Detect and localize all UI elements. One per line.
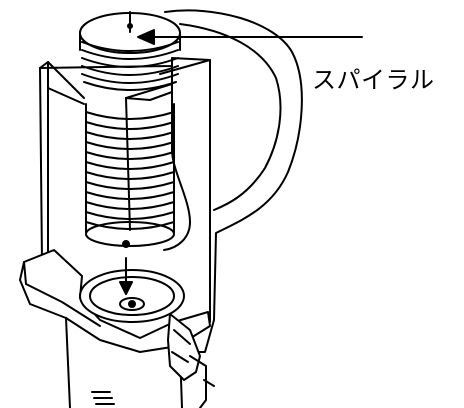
ledge-tray [19,249,211,353]
cabinet-top-frame [47,59,211,105]
spiral-coil-lower [85,111,175,230]
rear-hood [164,9,303,353]
basin-center-cup [119,297,145,311]
spiral-bottom-ring [85,221,175,247]
callout-arrow-head [137,29,155,45]
drip-basin [79,269,185,323]
down-arrow-head [119,281,133,295]
cabinet-left-edge [39,67,43,263]
hood-inner-edge [179,23,282,211]
spiral-coil-upper [81,41,179,91]
callout-label-spiral: スパイラル [312,66,435,94]
